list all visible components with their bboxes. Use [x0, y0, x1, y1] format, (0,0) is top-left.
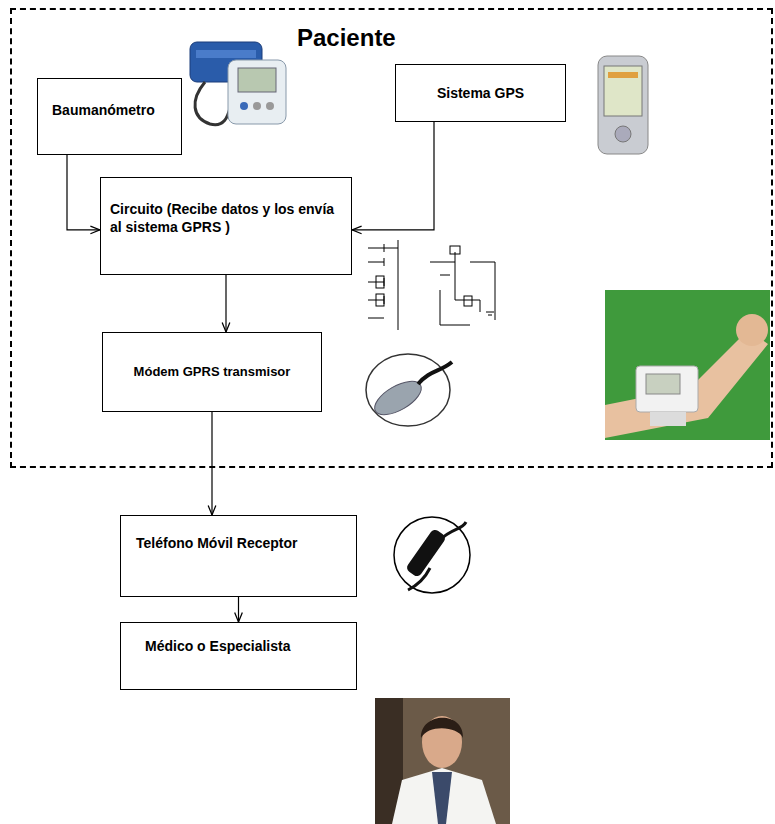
process-box: Médico o Especialista [120, 622, 357, 690]
hair [421, 718, 463, 738]
flow-arrow [225, 275, 226, 332]
hose [195, 82, 230, 125]
patient-region: Baumanómetro Sistema GPS Circuito (Recibe … [10, 8, 773, 468]
photo-background [375, 698, 510, 824]
doctor-photo [375, 698, 510, 824]
cuff-strap [196, 50, 256, 58]
phone-cord [408, 522, 466, 590]
circuit-schematic [368, 240, 495, 330]
gps-screen [604, 66, 642, 116]
wrist-strap [650, 412, 686, 426]
schematic-wires [430, 252, 495, 325]
phone-body [405, 528, 447, 578]
flow-arrow [238, 597, 239, 622]
process-box: Baumanómetro [37, 78, 182, 155]
box-label: Médico o Especialista [145, 637, 291, 655]
bp-monitor-picture [190, 42, 286, 125]
process-box: Módem GPRS transmisor [102, 332, 322, 412]
monitor-body [228, 60, 286, 124]
flow-arrow [211, 412, 212, 515]
gps-device-picture [598, 56, 648, 154]
photo-background [605, 290, 770, 440]
monitor-display [238, 68, 276, 92]
monitor-button [240, 102, 248, 110]
modem-picture [366, 354, 452, 426]
schematic-resistor [464, 296, 472, 306]
flow-arrow [67, 155, 100, 230]
region-heading: Paciente [297, 22, 396, 53]
box-label: Teléfono Móvil Receptor [136, 534, 298, 552]
process-box: Circuito (Recibe datos y los envía al si… [100, 177, 352, 275]
schematic-ground [486, 312, 494, 315]
schematic-resistor [450, 246, 460, 254]
process-box: Sistema GPS [395, 64, 566, 122]
wrist-display [646, 374, 680, 394]
phone-circle [394, 517, 470, 593]
wrist-device [636, 366, 698, 412]
phone-picture [394, 517, 470, 593]
box-label: Circuito (Recibe datos y los envía al si… [110, 200, 341, 236]
gps-button [615, 126, 631, 142]
box-label: Sistema GPS [437, 84, 524, 102]
gps-body [598, 56, 648, 154]
flow-arrow [352, 122, 434, 230]
schematic-resistor [376, 294, 384, 306]
monitor-button [266, 102, 274, 110]
schematic-wires [368, 240, 398, 330]
schematic-resistor [376, 276, 384, 288]
arm [605, 330, 768, 438]
tie [432, 772, 452, 824]
white-coat [392, 768, 496, 824]
monitor-button [253, 102, 261, 110]
modem-circle [366, 354, 450, 426]
box-label: Baumanómetro [52, 101, 155, 119]
fist [736, 314, 768, 346]
process-box: Teléfono Móvil Receptor [120, 515, 357, 597]
modem-cable [418, 362, 452, 384]
wrist-monitor-photo [605, 290, 770, 440]
box-label: Módem GPRS transmisor [134, 364, 291, 381]
gps-screen-bar [608, 72, 638, 78]
